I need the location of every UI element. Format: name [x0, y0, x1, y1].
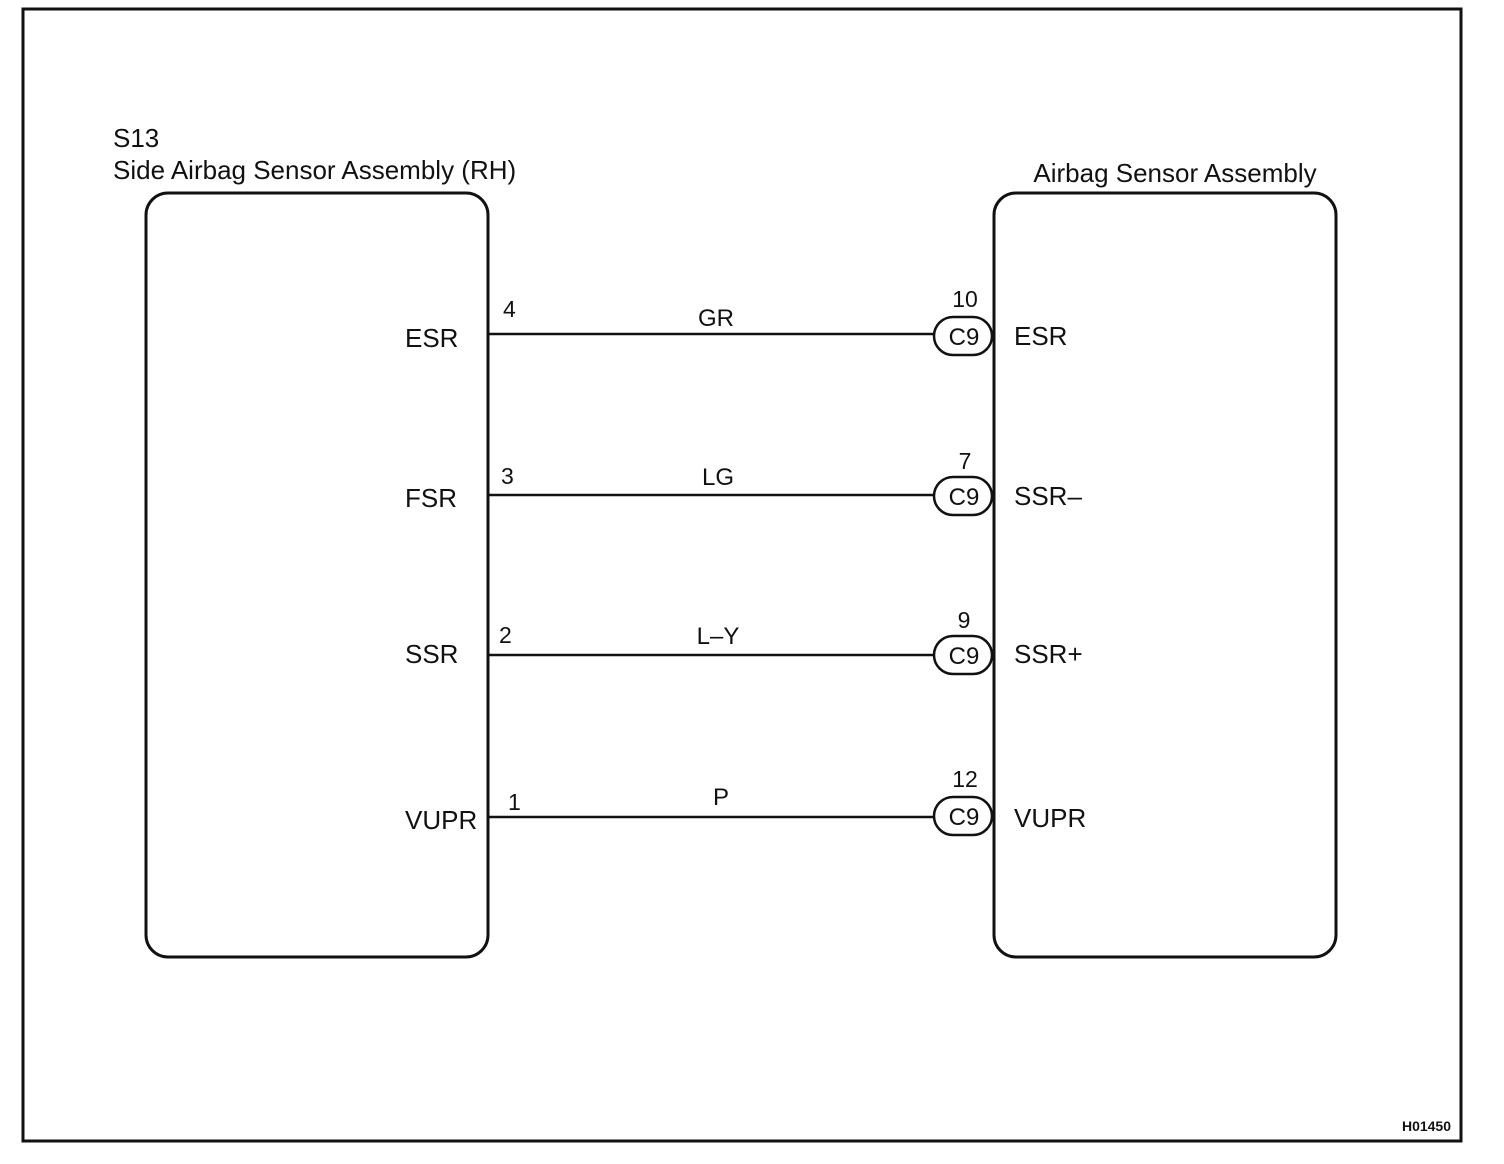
left-pin-number: 4: [503, 296, 516, 322]
connector-symbol: [932, 795, 994, 837]
left-signal-label: VUPR: [405, 805, 477, 835]
wire-color-label: GR: [698, 305, 734, 332]
left-component-code: S13: [113, 123, 159, 153]
connection-esr: ESR 4 GR C9 10 ESR: [405, 286, 1067, 357]
diagram-frame: [21, 7, 1463, 1143]
right-pin-number: 12: [952, 766, 978, 792]
right-signal-label: SSR–: [1014, 481, 1082, 511]
connection-fsr: FSR 3 LG C9 7 SSR–: [405, 448, 1082, 517]
connector-symbol: [932, 475, 994, 517]
left-signal-label: FSR: [405, 483, 457, 513]
right-component-name: Airbag Sensor Assembly: [1033, 158, 1316, 188]
right-pin-number: 10: [952, 286, 978, 312]
left-signal-label: ESR: [405, 323, 458, 353]
wire-color-label: L–Y: [697, 623, 740, 650]
left-component-box: [144, 191, 490, 959]
connection-vupr: VUPR 1 P C9 12 VUPR: [405, 766, 1086, 837]
left-component-name: Side Airbag Sensor Assembly (RH): [113, 155, 516, 185]
right-signal-label: SSR+: [1014, 639, 1083, 669]
wire-color-label: P: [713, 784, 729, 811]
connector-symbol: [932, 315, 994, 357]
right-signal-label: VUPR: [1014, 803, 1086, 833]
right-pin-number: 9: [958, 607, 971, 633]
connector-label: C9: [949, 324, 980, 351]
connection-ssr: SSR 2 L–Y C9 9 SSR+: [405, 607, 1083, 676]
right-signal-label: ESR: [1014, 321, 1067, 351]
connector-label: C9: [949, 484, 980, 511]
left-pin-number: 2: [499, 622, 512, 648]
right-component-box: [992, 191, 1338, 959]
connector-label: C9: [949, 643, 980, 670]
connector-label: C9: [949, 804, 980, 831]
left-pin-number: 1: [508, 789, 521, 815]
connector-symbol: [932, 634, 994, 676]
left-signal-label: SSR: [405, 639, 458, 669]
frame-code: H01450: [1402, 1118, 1451, 1134]
left-pin-number: 3: [501, 463, 514, 489]
wire-color-label: LG: [702, 464, 734, 491]
right-pin-number: 7: [959, 448, 972, 474]
